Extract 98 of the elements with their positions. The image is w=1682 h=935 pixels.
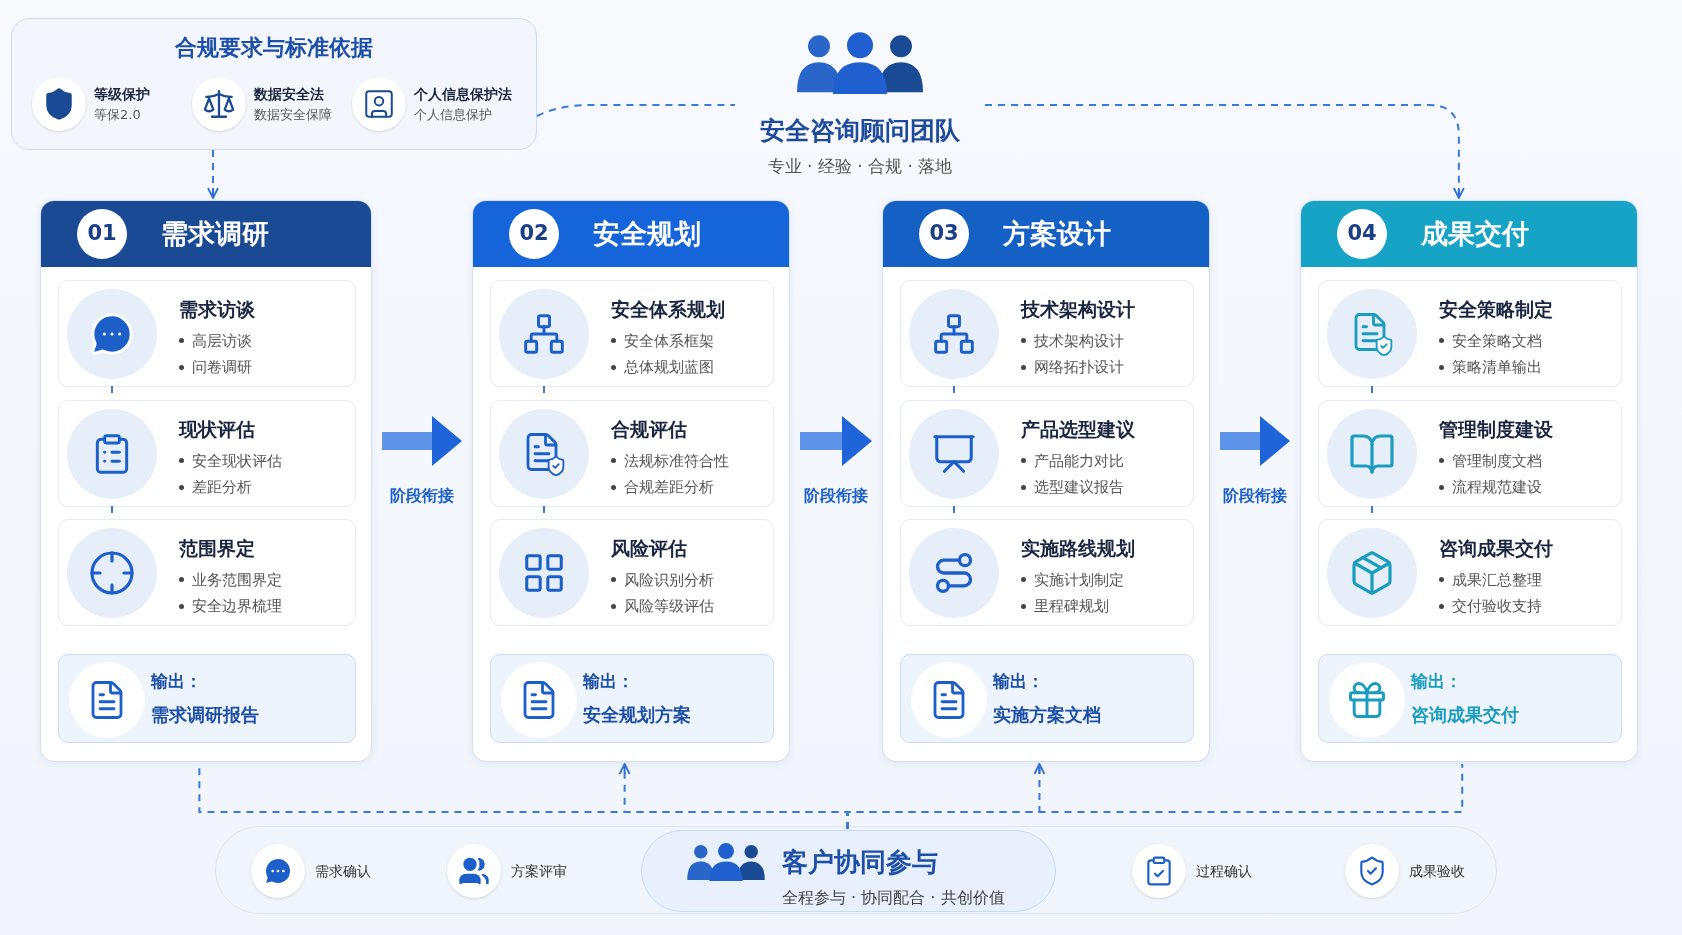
team-subtitle: 专业 · 经验 · 合规 · 落地 (767, 154, 953, 178)
bullet-text: 管理制度文档 (1452, 450, 1542, 472)
bullet-text: 法规标准符合性 (624, 450, 729, 472)
stage-card (1300, 200, 1638, 762)
output-title: 需求调研报告 (151, 702, 259, 727)
bullet-text: 交付验收支持 (1452, 596, 1542, 617)
output-card (1318, 654, 1622, 743)
stage-card (882, 200, 1210, 762)
compliance-panel (11, 18, 537, 150)
bullet-text: 网络拓扑设计 (1034, 357, 1124, 378)
step-title: 合规评估 (611, 417, 688, 442)
bullet-text: 产品能力对比 (1034, 450, 1124, 472)
output-card (58, 654, 356, 743)
bullet-text: 选型建议报告 (1034, 477, 1124, 498)
bullet-text: 高层访谈 (192, 330, 252, 352)
step-card (900, 519, 1194, 626)
bullet-text: 安全现状评估 (192, 450, 282, 472)
step-card (490, 280, 774, 387)
law-title: 个人信息保护法 (414, 84, 512, 104)
stage-title: 成果交付 (1421, 216, 1529, 251)
bullet-text: 风险等级评估 (624, 596, 714, 617)
bullet-text: 差距分析 (192, 477, 252, 498)
law-subtitle: 等保2.0 (94, 105, 142, 124)
output-title: 安全规划方案 (583, 702, 691, 727)
bullet-text: 策略清单输出 (1452, 357, 1542, 378)
bullet-text: 技术架构设计 (1034, 330, 1124, 352)
step-card (1318, 519, 1622, 626)
output-card (490, 654, 774, 743)
output-label: 输出： (151, 670, 203, 693)
step-card (490, 400, 774, 507)
bullet-text: 安全体系框架 (624, 330, 714, 352)
bullet-text: 成果汇总整理 (1452, 569, 1542, 591)
step-card (58, 400, 356, 507)
output-title: 咨询成果交付 (1411, 702, 1519, 727)
step-title: 需求访谈 (179, 297, 255, 322)
client-title: 客户协同参与 (782, 846, 939, 879)
bullet-text: 问卷调研 (192, 357, 252, 378)
step-card (58, 280, 356, 387)
dashed-connector (536, 104, 736, 117)
stage-title: 方案设计 (1003, 216, 1111, 251)
bullet-text: 流程规范建设 (1452, 477, 1542, 498)
bullet-text: 安全边界梳理 (192, 596, 282, 617)
client-subtitle: 全程参与 · 协同配合 · 共创价值 (782, 887, 1005, 909)
participation-label: 成果验收 (1409, 861, 1465, 881)
step-title: 风险评估 (611, 536, 688, 561)
participation-label: 过程确认 (1196, 861, 1252, 881)
step-title: 管理制度建设 (1439, 417, 1553, 442)
step-card (1318, 400, 1622, 507)
step-card (58, 519, 356, 626)
stage-title: 需求调研 (161, 216, 269, 251)
participation-label: 需求确认 (315, 861, 371, 881)
step-number: 04 (1337, 209, 1387, 259)
block-arrow (382, 416, 462, 466)
edge-label: 阶段衔接 (804, 485, 868, 507)
law-title: 等级保护 (94, 84, 150, 104)
output-label: 输出： (1411, 670, 1463, 693)
participation-label: 方案评审 (511, 861, 567, 881)
step-number: 02 (509, 209, 559, 259)
step-card (1318, 280, 1622, 387)
bullet-text: 实施计划制定 (1034, 569, 1124, 591)
step-title: 现状评估 (179, 417, 256, 442)
law-subtitle: 数据安全保障 (254, 105, 332, 124)
step-card (900, 400, 1194, 507)
bullet-text: 里程碑规划 (1034, 596, 1109, 617)
step-title: 范围界定 (179, 536, 256, 561)
law-subtitle: 个人信息保护 (414, 105, 493, 124)
stage-card (40, 200, 372, 762)
bullet-text: 业务范围界定 (192, 569, 282, 591)
step-card (490, 519, 774, 626)
output-title: 实施方案文档 (993, 702, 1101, 727)
bullet-text: 风险识别分析 (624, 569, 714, 591)
panel-title: 合规要求与标准依据 (175, 34, 373, 62)
bullet-text: 总体规划蓝图 (624, 357, 714, 378)
edge-label: 阶段衔接 (390, 485, 454, 507)
step-title: 技术架构设计 (1021, 297, 1135, 322)
edge-label: 阶段衔接 (1223, 485, 1287, 507)
law-title: 数据安全法 (254, 84, 325, 104)
bullet-text: 安全策略文档 (1452, 330, 1542, 352)
dashed-arrow (984, 104, 1465, 199)
dashed-connector (846, 763, 1464, 830)
dashed-arrow (207, 149, 219, 199)
stage-title: 安全规划 (593, 216, 701, 251)
step-number: 03 (919, 209, 969, 259)
output-label: 输出： (993, 670, 1045, 693)
block-arrow (800, 416, 872, 466)
output-card (900, 654, 1194, 743)
step-title: 安全体系规划 (611, 297, 725, 322)
bullet-text: 合规差距分析 (624, 477, 714, 498)
team-title: 安全咨询顾问团队 (760, 115, 960, 148)
step-title: 产品选型建议 (1021, 417, 1135, 442)
stage-card (472, 200, 790, 762)
step-card (900, 280, 1194, 387)
block-arrow (1220, 416, 1290, 466)
output-label: 输出： (583, 670, 635, 693)
step-title: 实施路线规划 (1021, 536, 1135, 561)
step-number: 01 (77, 209, 127, 259)
step-title: 咨询成果交付 (1439, 536, 1553, 561)
step-title: 安全策略制定 (1439, 297, 1553, 322)
